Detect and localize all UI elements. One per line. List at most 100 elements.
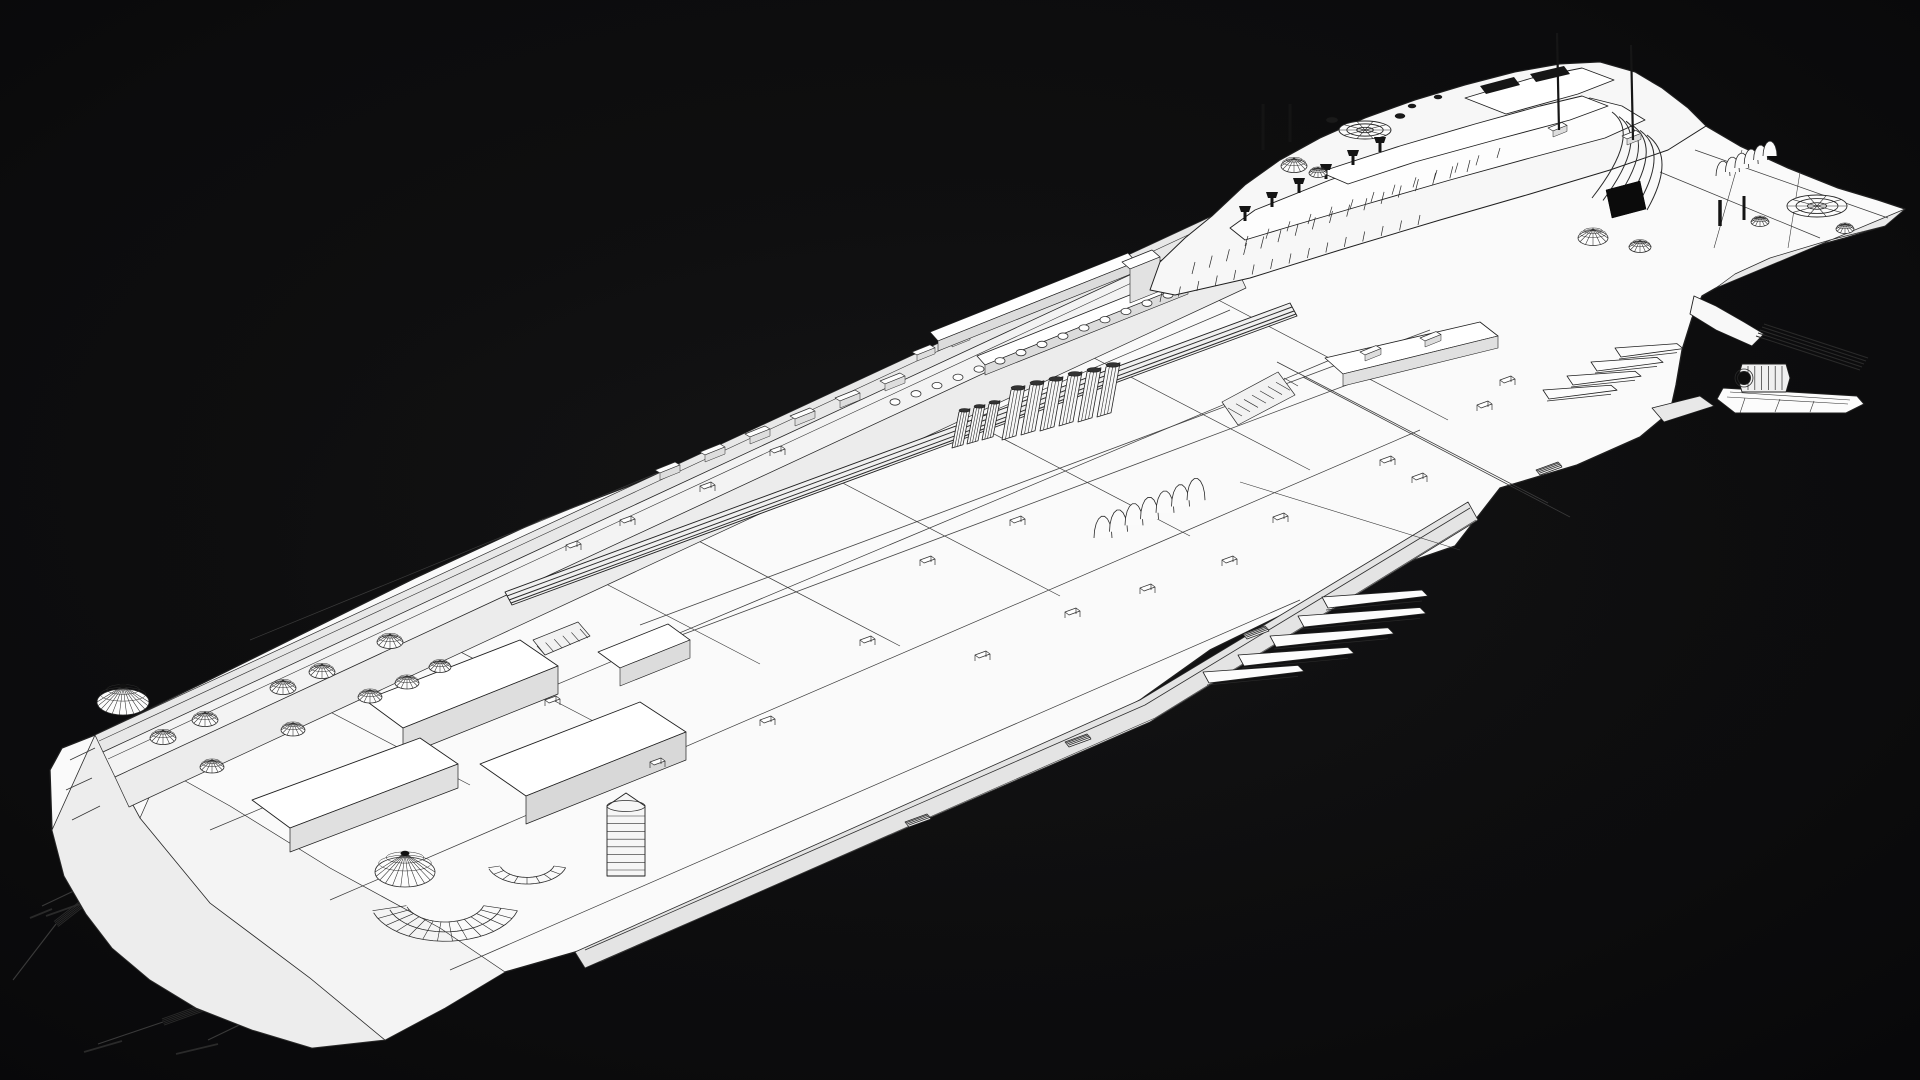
deck-fixture (565, 540, 582, 551)
radar-dish (1338, 120, 1392, 140)
facet (1221, 371, 1296, 426)
deck-fixture (699, 481, 716, 492)
box-side (659, 464, 681, 481)
deck-box (744, 425, 771, 445)
pod-cap (1239, 206, 1251, 212)
ellipse (973, 404, 986, 409)
deck-fixture (544, 695, 561, 706)
dome-turret (280, 721, 306, 737)
deck-box (1419, 331, 1442, 348)
dome-turret (1577, 227, 1609, 246)
dome-turret (308, 663, 336, 679)
dome-turret (1628, 239, 1652, 253)
ellipse (1067, 371, 1083, 377)
deck-fixture (1499, 375, 1516, 386)
deck-ring-port (1099, 316, 1111, 324)
antenna-pole (1261, 104, 1265, 150)
deck-ring-port (994, 357, 1006, 365)
deck-box (834, 389, 861, 409)
ellipse (1086, 367, 1102, 373)
ellipse (988, 400, 1001, 405)
deck-box (654, 461, 681, 481)
pod-cap (1374, 137, 1386, 143)
antenna-pole (1742, 196, 1746, 220)
deck-fixture (1411, 472, 1428, 483)
edge-slat (1202, 664, 1305, 684)
deck-ring-port (1036, 340, 1048, 348)
dome-turret (376, 633, 404, 649)
deck-fixture (974, 650, 991, 661)
ellipse (606, 800, 646, 812)
bow-superstructure (1149, 32, 1855, 303)
ellipse (958, 408, 971, 413)
dome-turret (269, 679, 297, 695)
edge-slat (1269, 627, 1395, 648)
deck-ring-port (1120, 307, 1132, 316)
dome-turret (199, 758, 225, 774)
stern-inner-face (139, 767, 506, 1041)
dome-turret (394, 674, 420, 690)
dome-turret (1280, 157, 1308, 173)
deck-fixture (1379, 455, 1396, 466)
dome-turret (1308, 166, 1328, 178)
ellipse (1048, 376, 1064, 382)
box-side (839, 392, 861, 409)
turret-pod (1239, 206, 1251, 221)
deck-fixture (1221, 555, 1238, 566)
box-side (884, 375, 906, 392)
facet (532, 621, 591, 656)
deck-ring-port (1078, 324, 1090, 332)
deck-fixture (1064, 607, 1081, 618)
turret-pod (1374, 137, 1386, 152)
deck-box (789, 407, 816, 427)
vent-box (904, 813, 932, 828)
dome-turret (149, 729, 177, 745)
ribbed-arch (488, 865, 566, 885)
scene-layers (12, 32, 1906, 1055)
box-side (1424, 334, 1442, 348)
bow-landing-pad (1786, 194, 1848, 218)
deck-box (879, 372, 906, 392)
ellipse (1105, 362, 1121, 368)
ellipse (400, 850, 410, 857)
peak-vent (1480, 77, 1520, 94)
edge-slat (1297, 607, 1427, 628)
dome-turret (191, 711, 219, 727)
dark-pod (1394, 113, 1406, 119)
ribbed-dome-turret (374, 850, 436, 888)
deck-ring-port (1141, 299, 1153, 307)
dome-turret (428, 659, 452, 673)
deck-fixture (1476, 400, 1493, 411)
edge-slat (1237, 646, 1355, 667)
dark-pod (1433, 94, 1443, 100)
box-side (704, 446, 726, 463)
ellipse (1029, 380, 1045, 386)
deck-box (699, 443, 726, 463)
superstructure-tier3 (1319, 95, 1609, 185)
pod-cap (1293, 178, 1305, 184)
edge-slat (1321, 589, 1429, 609)
deck-fixture (649, 757, 666, 768)
facet (525, 731, 687, 825)
box-side (1364, 348, 1382, 362)
bow-barrel (1715, 140, 1778, 177)
edge-slat (1614, 343, 1684, 358)
deck-ring-port (1057, 332, 1069, 340)
facet (1342, 335, 1499, 387)
ellipse (1734, 368, 1754, 388)
deck-box (1547, 122, 1568, 138)
box-side (1552, 125, 1568, 138)
ellipse (119, 683, 127, 689)
dome-turret (357, 688, 383, 704)
dome-turret (1750, 215, 1770, 227)
pod-cap (1266, 192, 1278, 198)
engine-nozzle (1737, 371, 1751, 385)
edge-slat (1566, 370, 1642, 386)
quonset-ribs (1093, 478, 1206, 539)
facet (289, 763, 459, 853)
port-turret-domes (96, 633, 452, 888)
vent-box (1064, 733, 1092, 748)
deck-fixture (919, 555, 936, 566)
deck-fixture (759, 715, 776, 726)
hull-facets (51, 208, 1906, 1049)
